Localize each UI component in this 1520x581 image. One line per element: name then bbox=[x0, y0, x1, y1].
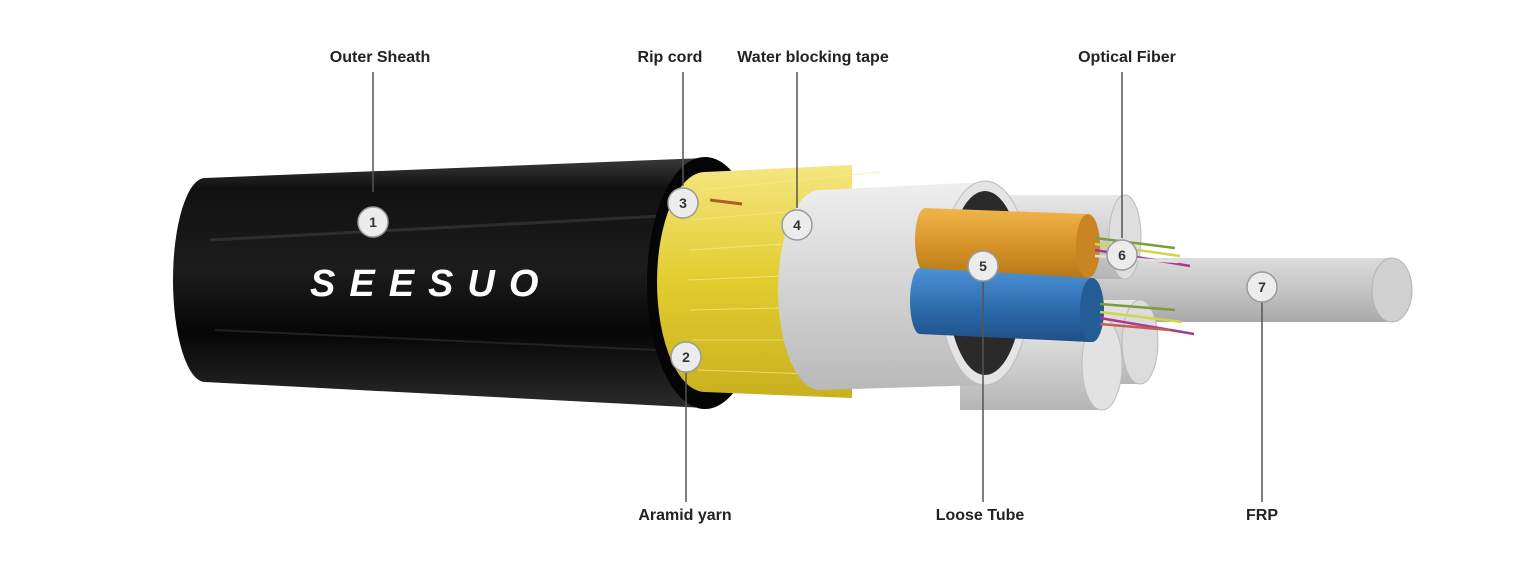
label-outer-sheath: Outer Sheath bbox=[329, 49, 431, 66]
badge-number-2: 2 bbox=[682, 349, 690, 365]
label-loose-tube: Loose Tube bbox=[935, 507, 1025, 524]
badge-2: 2 bbox=[670, 341, 702, 373]
label-rip-cord: Rip cord bbox=[637, 49, 703, 66]
badge-5: 5 bbox=[967, 250, 999, 282]
label-water-blocking-tape: Water blocking tape bbox=[737, 49, 889, 66]
label-aramid-yarn: Aramid yarn bbox=[638, 507, 732, 524]
badge-1: 1 bbox=[357, 206, 389, 238]
badge-number-5: 5 bbox=[979, 258, 987, 274]
frp-rod bbox=[1080, 257, 1413, 323]
badge-number-7: 7 bbox=[1258, 279, 1266, 295]
label-optical-fiber: Optical Fiber bbox=[1078, 49, 1176, 66]
badge-number-3: 3 bbox=[679, 195, 687, 211]
rip-cord-strand bbox=[709, 198, 743, 206]
brand-logo: SEESUO bbox=[310, 263, 552, 305]
badge-6: 6 bbox=[1106, 239, 1138, 271]
badge-4: 4 bbox=[781, 209, 813, 241]
badge-7: 7 bbox=[1246, 271, 1278, 303]
loose-tubes bbox=[910, 208, 1104, 342]
label-frp: FRP bbox=[1246, 507, 1278, 524]
badge-number-4: 4 bbox=[793, 217, 801, 233]
badge-3: 3 bbox=[667, 187, 699, 219]
badge-number-1: 1 bbox=[369, 214, 377, 230]
leader-lines bbox=[372, 72, 1263, 502]
badge-number-6: 6 bbox=[1118, 247, 1126, 263]
